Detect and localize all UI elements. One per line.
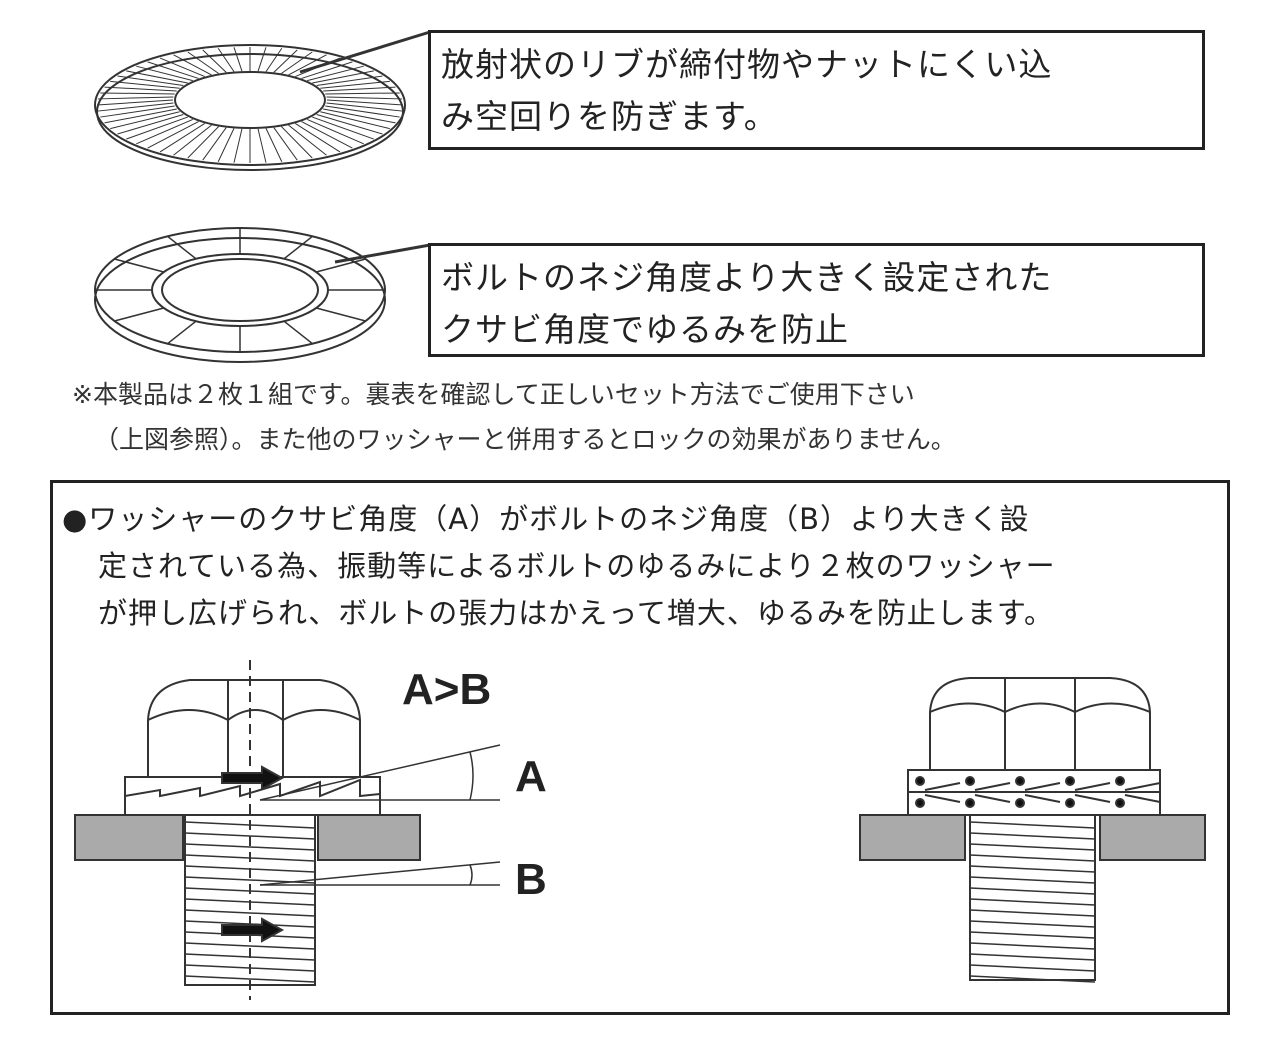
usage-note-line2: （上図参照）。また他のワッシャーと併用するとロックの効果がありません。 bbox=[94, 425, 956, 454]
callout-wedge: ボルトのネジ角度より大きく設定された クサビ角度でゆるみを防止 bbox=[428, 243, 1205, 357]
angle-a-label: A bbox=[515, 752, 547, 801]
callout-wedge-line2: クサビ角度でゆるみを防止 bbox=[441, 310, 849, 349]
callout-ribs: 放射状のリブが締付物やナットにくい込 み空回りを防ぎます。 bbox=[428, 30, 1205, 150]
bolt-diagram-exploded bbox=[74, 660, 501, 1000]
angle-b-label: B bbox=[515, 855, 547, 904]
description-line3: が押し広げられ、ボルトの張力はかえって増大、ゆるみを防止します。 bbox=[98, 596, 1054, 630]
callout-ribs-line2: み空回りを防ぎます。 bbox=[441, 97, 778, 136]
description-line2: 定されている為、振動等によるボルトのゆるみにより２枚のワッシャー bbox=[98, 549, 1056, 583]
ribbed-washer-top-face bbox=[94, 30, 431, 171]
usage-note-line1: ※本製品は２枚１組です。裏表を確認して正しいセット方法でご使用下さい bbox=[72, 380, 915, 409]
mechanism-panel bbox=[50, 480, 1230, 1015]
callout-wedge-line1: ボルトのネジ角度より大きく設定された bbox=[441, 258, 1053, 297]
callout-ribs-line1: 放射状のリブが締付物やナットにくい込 bbox=[441, 45, 1053, 84]
mechanism-description: ●ワッシャーのクサビ角度（A）がボルトのネジ角度（B）より大きく設 定されている… bbox=[62, 496, 1212, 637]
wedge-washer-bottom-face bbox=[94, 227, 431, 363]
angle-relation-label: A>B bbox=[402, 665, 492, 714]
usage-note: ※本製品は２枚１組です。裏表を確認して正しいセット方法でご使用下さい （上図参照… bbox=[72, 372, 1222, 462]
bolt-diagram-assembled bbox=[859, 677, 1206, 983]
description-line1: ●ワッシャーのクサビ角度（A）がボルトのネジ角度（B）より大きく設 bbox=[62, 502, 1030, 536]
